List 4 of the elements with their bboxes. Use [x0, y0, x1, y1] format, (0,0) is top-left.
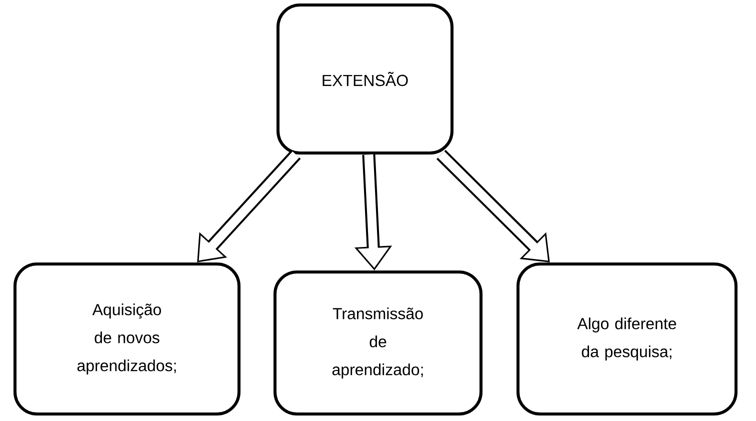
- outcome-box: Algo diferente da pesquisa;: [516, 262, 738, 416]
- outcome-box: Aquisição de novos aprendizados;: [14, 262, 240, 416]
- concept-box: EXTENSÃO: [276, 4, 454, 154]
- outcome-box: Transmissão de aprendizado;: [274, 270, 482, 416]
